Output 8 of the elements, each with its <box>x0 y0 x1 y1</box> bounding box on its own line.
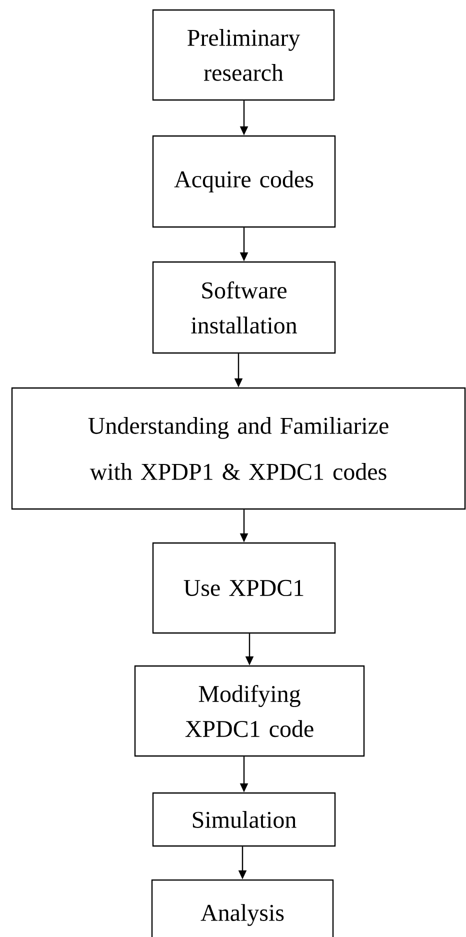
process-box: Analysis <box>151 879 334 937</box>
process-box: Preliminary research <box>152 9 335 101</box>
process-box: Software installation <box>152 261 336 354</box>
process-box: Understanding and Familiarize with XPDP1 & XPDC1 codes <box>11 387 466 510</box>
process-box: Use XPDC1 <box>152 542 336 634</box>
process-box: Acquire codes <box>152 135 336 228</box>
process-box: Modifying XPDC1 code <box>134 665 365 757</box>
process-box: Simulation <box>152 792 336 847</box>
